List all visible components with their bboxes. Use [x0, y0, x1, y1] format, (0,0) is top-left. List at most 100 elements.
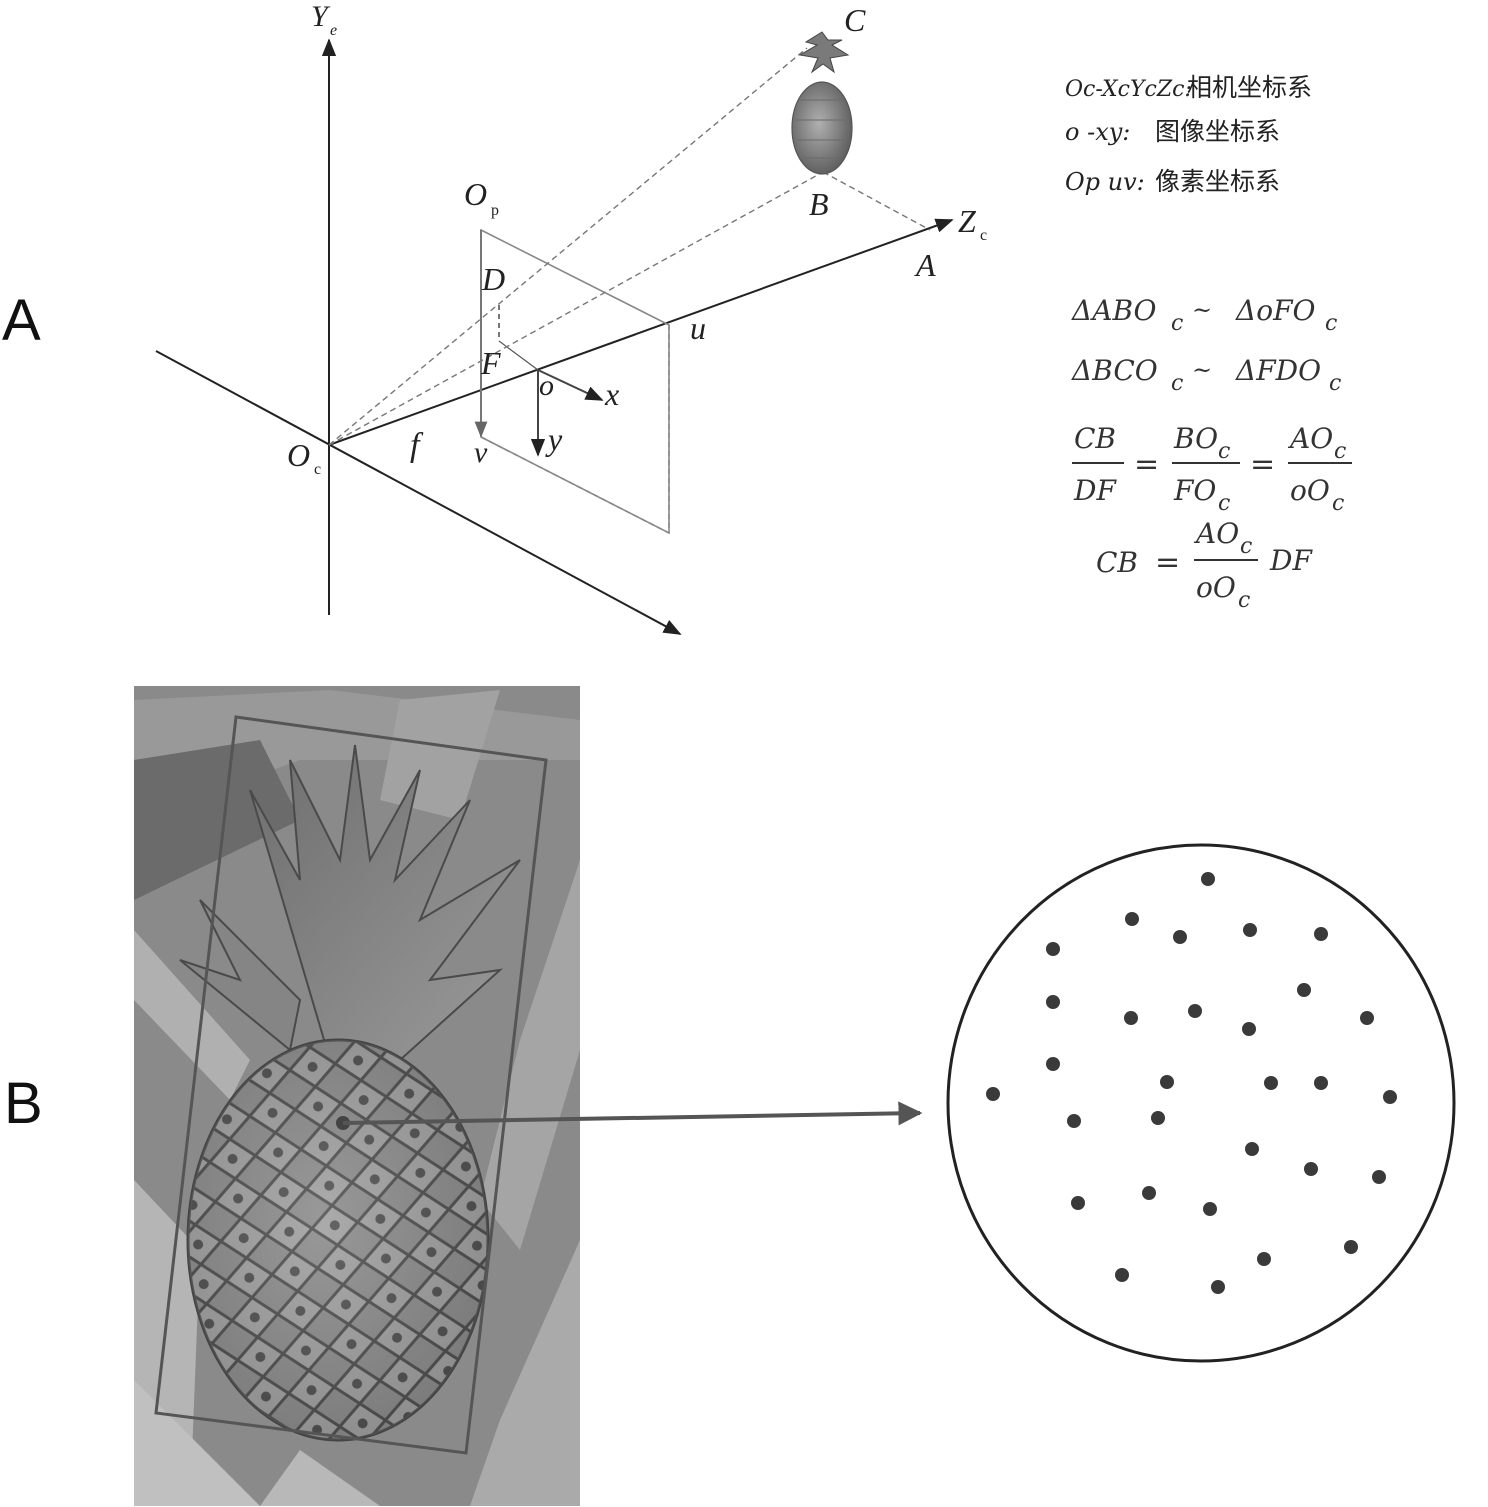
eq-sign-1: = [1134, 447, 1159, 482]
label-op: O [464, 176, 487, 212]
final-den-sub: c [1238, 588, 1250, 613]
label-y: y [545, 421, 563, 457]
frac3-num: AO [1287, 422, 1333, 455]
frac3-den: oO [1290, 474, 1330, 507]
sim2-left: ΔBCO [1071, 354, 1158, 387]
label-ye-sub: e [330, 22, 337, 39]
cloud-point [1242, 1022, 1256, 1036]
label-oc: O [287, 437, 310, 473]
panel-label-a: A [2, 288, 41, 353]
label-b: B [809, 186, 829, 222]
label-o: o [539, 369, 554, 402]
cloud-point [1372, 1170, 1386, 1184]
frac2-den: FO [1173, 474, 1216, 507]
frac2-num: BO [1173, 422, 1218, 455]
cloud-point [1071, 1196, 1085, 1210]
label-v: v [474, 436, 488, 469]
legend-pixel-sym: Op uv: [1065, 168, 1145, 196]
cloud-point [986, 1087, 1000, 1101]
frac1-den: DF [1073, 474, 1117, 507]
cloud-point [1257, 1252, 1271, 1266]
label-u: u [690, 310, 706, 346]
final-num: AO [1193, 517, 1239, 550]
frac1-num: CB [1074, 422, 1116, 455]
label-x: x [604, 376, 619, 412]
legend-pixel-text: 像素坐标系 [1155, 167, 1280, 196]
legend-camera-text: 相机坐标系 [1187, 73, 1312, 102]
cloud-point [1142, 1186, 1156, 1200]
sim1-left-sub: c [1171, 311, 1183, 336]
ratio-equation: CB DF = BO c FO c = AO c oO c [1072, 422, 1352, 516]
final-lhs: CB [1096, 546, 1138, 579]
cloud-point [1304, 1162, 1318, 1176]
x-axis [155, 350, 682, 635]
cloud-point [1243, 923, 1257, 937]
final-rhs: DF [1269, 544, 1313, 577]
cloud-point [1046, 995, 1060, 1009]
cloud-point [1160, 1075, 1174, 1089]
sim1-tilde: ~ [1192, 296, 1212, 324]
final-num-sub: c [1240, 534, 1252, 559]
bounding-box [154, 715, 548, 1455]
eq-sign-2: = [1250, 447, 1275, 482]
image-plane-bottom-edge [480, 436, 670, 534]
legend: Oc-XcYcZc: 相机坐标系 o -xy: 图像坐标系 Op uv: 像素坐… [1065, 73, 1312, 196]
sim2-tilde: ~ [1192, 356, 1212, 384]
label-d: D [481, 261, 505, 297]
cloud-point [1203, 1202, 1217, 1216]
cloud-point [1173, 930, 1187, 944]
label-focal-f: f [410, 427, 424, 464]
similarity-equations: ΔABO c ~ ΔoFO c ΔBCO c ~ ΔFDO c [1071, 294, 1341, 396]
cloud-point [1115, 1268, 1129, 1282]
sim2-right-sub: c [1329, 371, 1341, 396]
cloud-point [1046, 942, 1060, 956]
cloud-point [1211, 1280, 1225, 1294]
label-a: A [914, 247, 936, 283]
sim2-left-sub: c [1171, 371, 1183, 396]
sim2-right: ΔFDO [1235, 354, 1321, 387]
f-to-o-segment [498, 340, 539, 371]
final-den: oO [1196, 571, 1236, 604]
cloud-point [1188, 1004, 1202, 1018]
cloud-point [1201, 872, 1215, 886]
sim1-right: ΔoFO [1235, 294, 1316, 327]
cloud-point [1245, 1142, 1259, 1156]
final-equation: CB = AO c oO c DF [1096, 517, 1313, 613]
cloud-point [1314, 927, 1328, 941]
cloud-point [1151, 1111, 1165, 1125]
sim1-right-sub: c [1325, 311, 1337, 336]
point-cloud-circle [946, 843, 1456, 1363]
label-ye: Y [311, 0, 331, 33]
frac3-den-sub: c [1332, 491, 1344, 516]
ray-b-a [822, 171, 931, 231]
cloud-point [1125, 912, 1139, 926]
final-eq-sign: = [1155, 545, 1180, 580]
label-op-sub: p [491, 202, 499, 219]
cloud-point [1067, 1114, 1081, 1128]
point-cloud [986, 872, 1397, 1294]
ray-oc-b [328, 171, 824, 446]
label-f-point: F [480, 345, 501, 381]
legend-image-sym: o -xy: [1065, 118, 1130, 146]
cloud-point [1264, 1076, 1278, 1090]
pineapple-object-icon [791, 31, 853, 175]
cloud-point [1297, 983, 1311, 997]
label-zc: Z [958, 203, 977, 239]
cloud-point [1314, 1076, 1328, 1090]
image-x-axis [537, 369, 604, 401]
image-plane [480, 228, 670, 535]
frac2-den-sub: c [1218, 491, 1230, 516]
cloud-point [1360, 1011, 1374, 1025]
label-zc-sub: c [980, 227, 987, 244]
frac3-num-sub: c [1334, 439, 1346, 464]
zoom-arrow [342, 1101, 923, 1126]
cloud-point [1046, 1057, 1060, 1071]
legend-camera-sym: Oc-XcYcZc: [1065, 77, 1192, 102]
ray-oc-c [328, 47, 808, 446]
z-axis [328, 218, 954, 446]
label-c: C [844, 2, 866, 38]
cloud-point [1344, 1240, 1358, 1254]
panel-label-b: B [4, 1071, 43, 1136]
cloud-point [1124, 1011, 1138, 1025]
